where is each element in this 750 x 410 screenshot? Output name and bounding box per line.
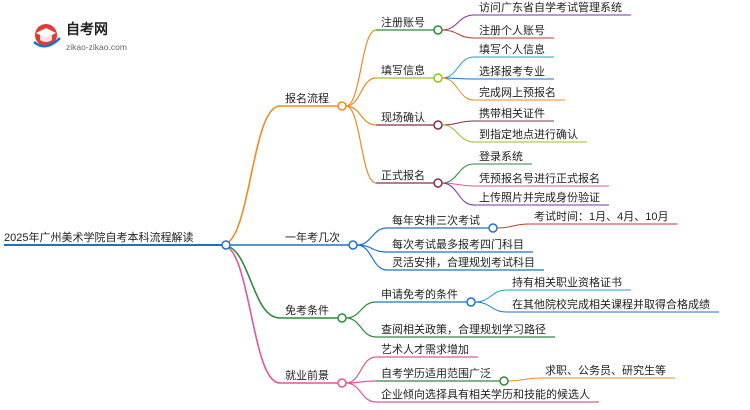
subtopic: 填写信息 — [381, 63, 425, 77]
collapse-toggle[interactable] — [221, 240, 231, 250]
leaf-link — [441, 124, 475, 143]
leaf-topic: 访问广东省自学考试管理系统 — [479, 0, 622, 14]
collapse-toggle[interactable] — [488, 223, 498, 233]
subtopic-link — [356, 227, 388, 246]
leaf-link — [507, 377, 541, 382]
subtopic: 艺术人才需求增加 — [381, 342, 469, 356]
site-logo: 自考网 zikao-zikao.com — [30, 18, 150, 58]
mindmap-links — [4, 14, 719, 403]
subtopic-link — [345, 356, 377, 384]
subtopic: 申请免考的条件 — [381, 287, 458, 301]
leaf-link — [441, 29, 475, 39]
leaf-topic: 在其他院校完成相关课程并取得合格成绩 — [512, 297, 710, 311]
leaf-link — [441, 182, 475, 206]
subtopic: 注册账号 — [381, 15, 425, 29]
collapse-toggle[interactable] — [433, 120, 443, 130]
leaf-topic: 完成网上预报名 — [479, 85, 556, 99]
collapse-toggle[interactable] — [433, 73, 443, 83]
leaf-topic: 考试时间：1月、4月、10月 — [534, 210, 668, 223]
leaf-topic: 登录系统 — [479, 149, 523, 163]
leaf-topic: 上传照片并完成身份验证 — [479, 190, 600, 204]
collapse-toggle[interactable] — [433, 178, 443, 188]
logo-title: 自考网 — [66, 21, 108, 37]
leaf-topic: 到指定地点进行确认 — [479, 127, 578, 141]
branch-topic: 一年考几次 — [285, 230, 340, 244]
leaf-link — [441, 77, 475, 101]
subtopic: 现场确认 — [381, 110, 425, 124]
leaf-topic: 注册个人账号 — [479, 23, 545, 37]
subtopic: 企业倾向选择具有相关学历和技能的候选人 — [381, 387, 590, 401]
leaf-topic: 求职、公务员、研究生等 — [545, 363, 666, 377]
subtopic-link — [345, 29, 377, 107]
leaf-link — [496, 223, 530, 229]
subtopic-link — [345, 77, 377, 107]
subtopic: 自考学历适用范围广泛 — [381, 366, 491, 380]
collapse-toggle[interactable] — [499, 376, 509, 386]
branch-link — [221, 244, 281, 319]
branch-link — [221, 244, 281, 384]
leaf-topic: 携带相关证件 — [479, 106, 545, 120]
leaf-link — [441, 163, 475, 184]
subtopic: 每年安排三次考试 — [392, 213, 480, 227]
subtopic-link — [356, 244, 388, 271]
collapse-toggle[interactable] — [348, 240, 358, 250]
leaf-topic: 持有相关职业资格证书 — [512, 275, 622, 289]
leaf-link — [441, 14, 475, 31]
leaf-topic: 填写个人信息 — [479, 42, 545, 56]
leaf-link — [441, 56, 475, 79]
graduation-cap-icon — [33, 24, 61, 48]
collapse-toggle[interactable] — [466, 297, 476, 307]
subtopic-link — [345, 105, 377, 184]
logo-url: zikao-zikao.com — [66, 42, 127, 52]
branch-topic: 就业前景 — [285, 368, 329, 382]
subtopic-link — [345, 317, 377, 338]
subtopic-link — [345, 382, 377, 403]
branch-topic: 免考条件 — [285, 303, 329, 317]
subtopic: 正式报名 — [381, 168, 425, 182]
subtopic: 灵活安排，合理规划考试科目 — [392, 255, 535, 269]
leaf-topic: 选择报考专业 — [479, 64, 545, 78]
leaf-topic: 凭预报名号进行正式报名 — [479, 171, 600, 185]
subtopic: 查阅相关政策，合理规划学习路径 — [381, 322, 546, 336]
collapse-toggle[interactable] — [337, 313, 347, 323]
leaf-link — [441, 120, 475, 126]
root-topic: 2025年广州美术学院自考本科流程解读 — [4, 230, 193, 244]
collapse-toggle[interactable] — [337, 378, 347, 388]
branch-topic: 报名流程 — [285, 91, 329, 105]
mindmap-nodes: 2025年广州美术学院自考本科流程解读 报名流程 注册账号 访问广东省自学考试管理系统… — [4, 0, 710, 401]
leaf-link — [474, 289, 508, 303]
collapse-toggle[interactable] — [337, 101, 347, 111]
branch-link — [221, 105, 281, 246]
collapse-toggle[interactable] — [433, 25, 443, 35]
leaf-link — [474, 301, 508, 313]
subtopic: 每次考试最多报考四门科目 — [392, 237, 524, 251]
subtopic-link — [345, 301, 377, 319]
subtopic-link — [345, 105, 377, 126]
